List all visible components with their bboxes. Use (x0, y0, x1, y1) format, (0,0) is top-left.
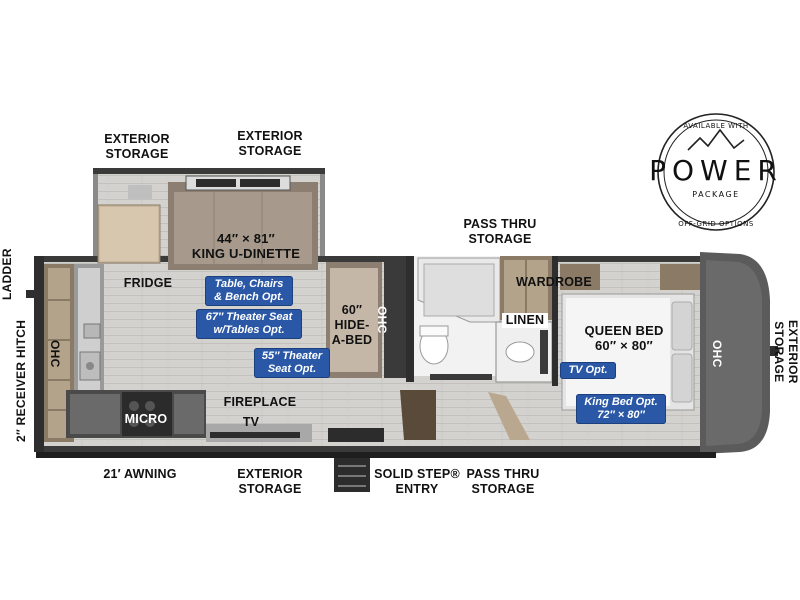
entry-door (328, 390, 530, 442)
logo-word: POWER (649, 154, 783, 187)
option-table-chairs: Table, Chairs& Bench Opt. (205, 276, 293, 306)
solid-step (334, 458, 370, 492)
label-ladder: LADDER (0, 248, 14, 300)
label-receiver-hitch: 2″ RECEIVER HITCH (14, 319, 28, 442)
logo-bottom-text: OFF-GRID OPTIONS (678, 220, 754, 228)
fireplace-tv-cabinet (206, 424, 312, 442)
front-pin (770, 346, 778, 356)
fridge-cabinet (97, 185, 161, 264)
label-ohc-mid: OHC (375, 306, 389, 334)
label-fireplace: FIREPLACE (223, 395, 297, 409)
label-fridge: FRIDGE (123, 276, 173, 290)
hide-a-bed-sofa (326, 262, 406, 378)
bedroom-wall (552, 256, 558, 386)
stove-microwave (66, 390, 206, 438)
option-tv: TV Opt. (560, 362, 616, 379)
logo-sub: PACKAGE (692, 190, 740, 199)
label-ohc-right: OHC (710, 340, 724, 368)
label-linen: LINEN (502, 313, 548, 328)
label-tv: TV (242, 415, 260, 429)
label-solid-step-entry: SOLID STEP®ENTRY (374, 467, 460, 496)
label-dinette: 44″ × 81″KING U-DINETTE (191, 231, 301, 261)
queen-bed (560, 264, 700, 411)
logo-top-text: AVAILABLE WITH (683, 122, 749, 130)
rear-wall (34, 256, 44, 452)
awning-rail (36, 452, 716, 458)
dinette-seating (168, 175, 318, 270)
kitchen-counter (74, 264, 104, 394)
hitch (26, 290, 36, 298)
label-ohc-left: OHC (48, 340, 62, 368)
label-micro: MICRO (124, 412, 168, 426)
label-hide-a-bed: 60″HIDE-A-BED (331, 303, 373, 347)
option-king-bed: King Bed Opt.72″ × 80″ (576, 394, 666, 424)
bathroom (414, 256, 501, 380)
bath-wall (406, 256, 414, 382)
label-wardrobe: WARDROBE (516, 275, 592, 289)
wardrobe-linen (495, 256, 553, 383)
power-package-logo (657, 113, 775, 231)
label-awning: 21′ AWNING (103, 467, 177, 481)
